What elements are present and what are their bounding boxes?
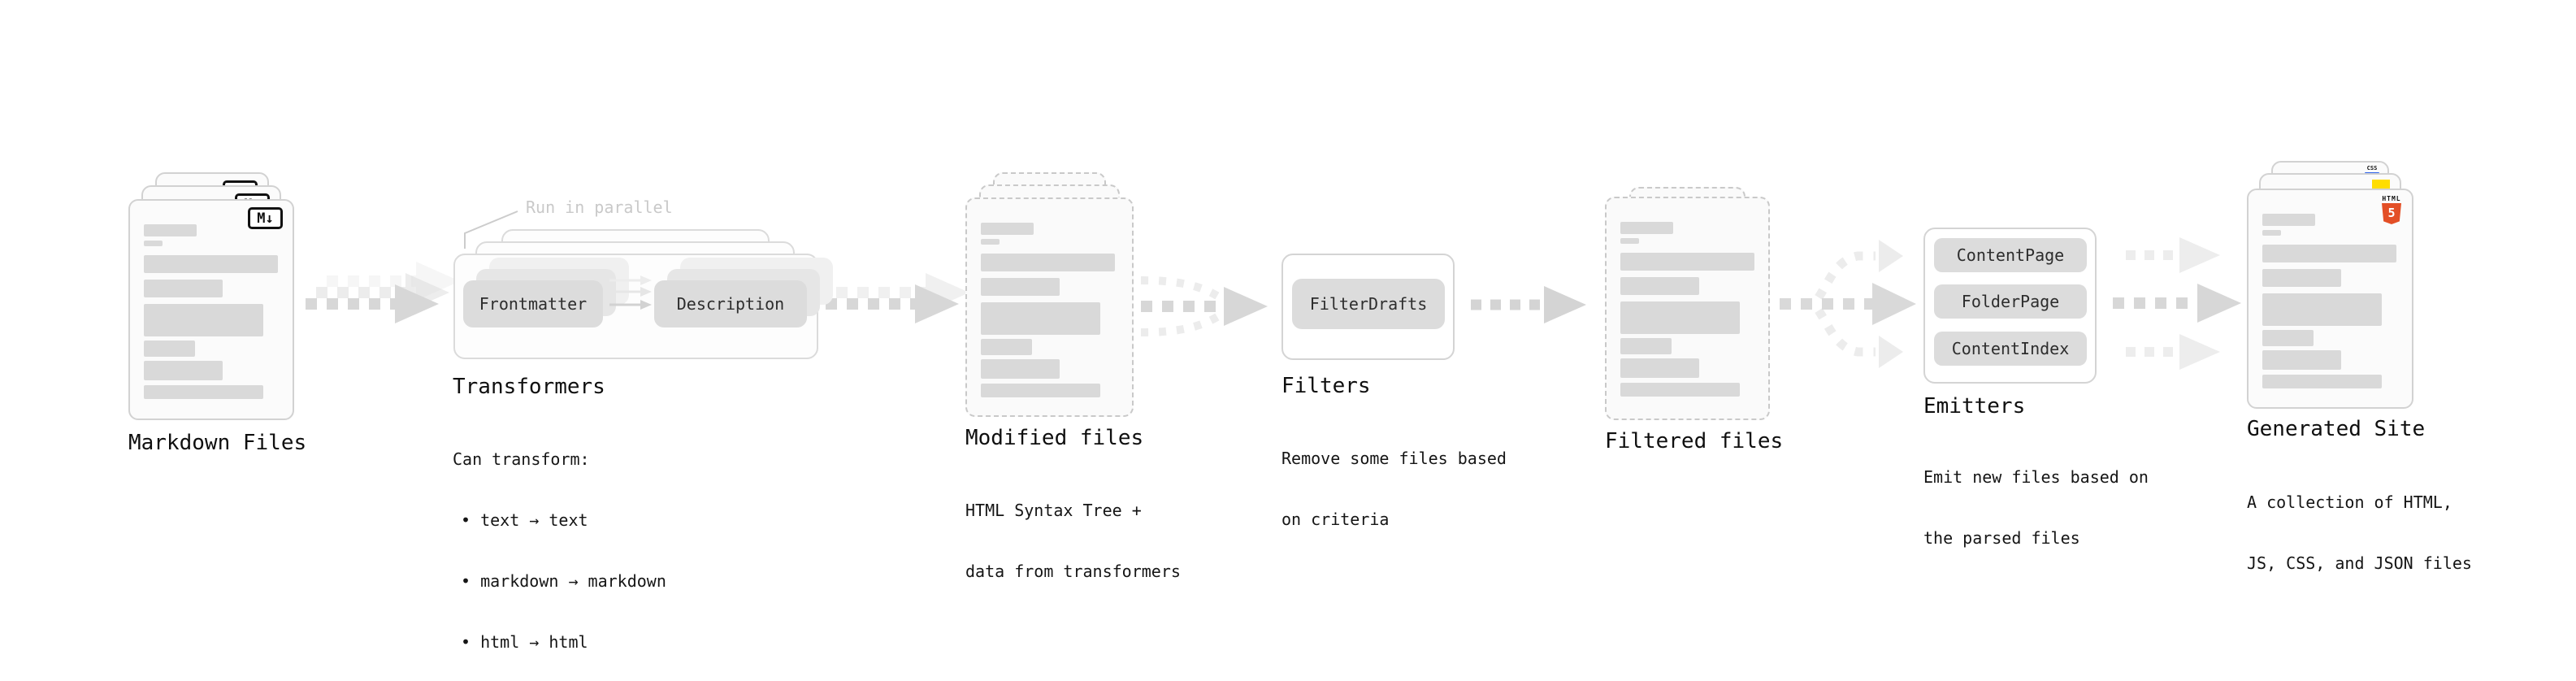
markdown-file-card-front: M↓ [128, 199, 294, 420]
parallel-arrows-icon [609, 275, 652, 310]
document-placeholder-lines [2262, 214, 2396, 388]
filters-desc-line: Remove some files based [1281, 449, 1507, 468]
transformers-desc-item: • text → text [461, 510, 588, 530]
emitters-desc-line: the parsed files [1923, 528, 2080, 548]
filter-drafts: FilterDrafts [1292, 279, 1445, 329]
document-placeholder-lines [981, 223, 1115, 397]
arrow-emitters-to-generated [2113, 237, 2241, 370]
arrow-filters-to-filtered [1471, 286, 1586, 323]
modified-desc-line: HTML Syntax Tree + [965, 501, 1142, 520]
js-file-icon [2372, 180, 2390, 189]
filtered-files-label: Filtered files [1605, 429, 1784, 453]
generated-site-stack: CSS HTML 5 [2247, 161, 2442, 410]
document-placeholder-lines [1620, 222, 1754, 397]
transformer-frontmatter: Frontmatter [463, 280, 603, 327]
arrow-filtered-to-emitters [1780, 240, 1916, 368]
markdown-icon: M↓ [248, 207, 283, 229]
filtered-files-stack [1605, 187, 1800, 423]
modified-file-card-front [965, 197, 1134, 417]
modified-files-stack [965, 172, 1160, 421]
filtered-file-card-front [1605, 197, 1770, 420]
emitter-content-index: ContentIndex [1934, 332, 2087, 366]
run-in-parallel-annotation: Run in parallel [526, 197, 673, 217]
arrow-transformers-to-modified [826, 273, 969, 323]
filters-description: Remove some files based on criteria [1281, 408, 1507, 570]
transformers-description: Can transform: • text → text • markdown … [453, 409, 666, 681]
filters-desc-line: on criteria [1281, 510, 1390, 529]
arrow-markdown-to-transformers [306, 262, 460, 323]
filters-label: Filters [1281, 374, 1371, 398]
generated-site-label: Generated Site [2247, 417, 2426, 441]
emitters-label: Emitters [1923, 394, 2026, 419]
markdown-files-label: Markdown Files [128, 431, 307, 455]
emitter-content-page: ContentPage [1934, 238, 2087, 272]
emitters-description: Emit new files based on the parsed files [1923, 427, 2149, 589]
transformers-label: Transformers [453, 375, 605, 399]
transformers-desc-title: Can transform: [453, 449, 590, 469]
html5-icon: HTML 5 [2381, 195, 2402, 224]
html5-icon-shield: 5 [2382, 203, 2401, 224]
modified-desc-line: data from transformers [965, 562, 1181, 581]
markdown-files-stack: M↓ M↓ M↓ [128, 172, 323, 421]
run-in-parallel-leader-line [464, 210, 518, 249]
document-placeholder-lines [144, 224, 278, 399]
css-icon-label: CSS [2366, 165, 2378, 171]
modified-files-description: HTML Syntax Tree + data from transformer… [965, 460, 1181, 622]
generated-desc-line: A collection of HTML, [2247, 492, 2452, 512]
html5-icon-label: HTML [2382, 195, 2401, 202]
generated-site-description: A collection of HTML, JS, CSS, and JSON … [2247, 452, 2472, 614]
emitters-desc-line: Emit new files based on [1923, 467, 2149, 487]
transformers-desc-item: • markdown → markdown [461, 571, 666, 591]
generated-file-card-html: HTML 5 [2247, 189, 2413, 409]
emitter-folder-page: FolderPage [1934, 284, 2087, 319]
arrow-modified-to-filters [1140, 276, 1268, 336]
modified-files-label: Modified files [965, 426, 1144, 450]
generated-desc-line: JS, CSS, and JSON files [2247, 553, 2472, 573]
transformers-desc-item: • html → html [461, 632, 588, 652]
transformer-description: Description [654, 280, 807, 327]
